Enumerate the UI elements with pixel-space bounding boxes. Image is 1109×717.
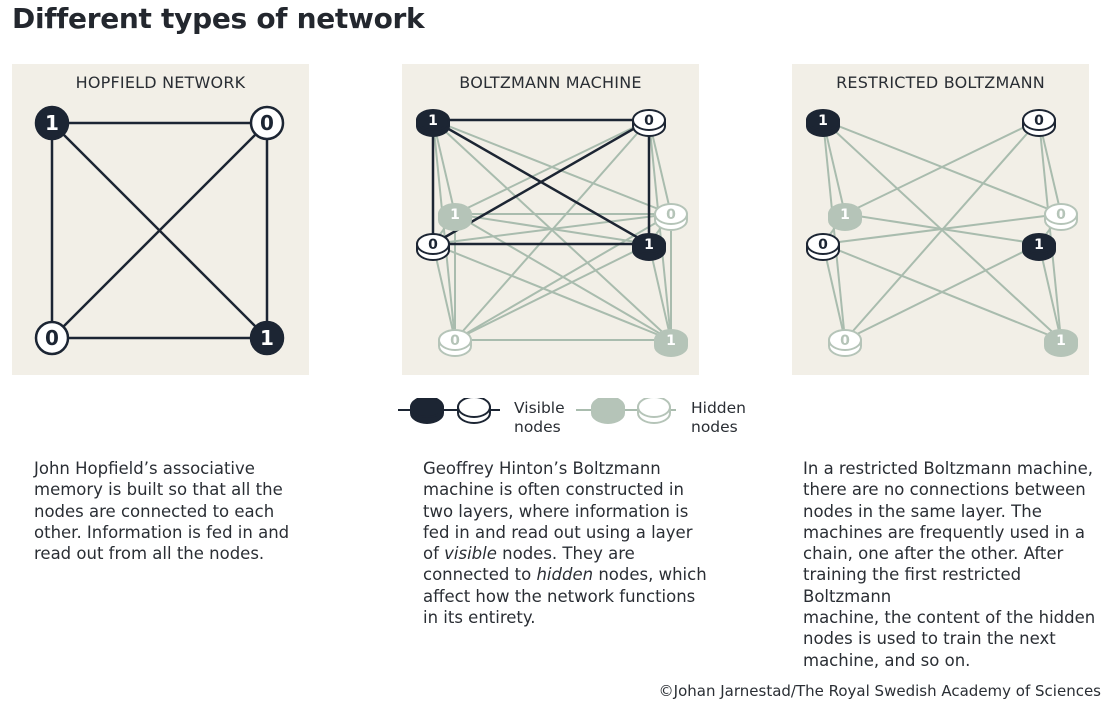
node-value: 1: [840, 207, 850, 223]
description-line: there are no connections between: [803, 480, 1086, 500]
hopfield-description: John Hopfield’s associative memory is bui…: [34, 458, 289, 564]
description-line: other. Information is fed in and: [34, 522, 290, 542]
node-value: 0: [666, 207, 676, 223]
image-credit: ©Johan Jarnestad/The Royal Swedish Acade…: [658, 682, 1101, 700]
node-value: 0: [260, 111, 274, 135]
connection-line: [51, 122, 268, 339]
description-line: nodes are connected to each: [34, 501, 275, 521]
hidden-node: 0: [438, 329, 472, 357]
hidden-node: 0: [654, 203, 688, 231]
description-line: nodes in the same layer. The: [803, 501, 1042, 521]
visible-node: 0: [416, 233, 450, 261]
visible-node: 1: [806, 109, 840, 137]
hidden-node: 1: [654, 329, 688, 357]
node-value: 0: [1034, 113, 1044, 129]
hidden-node: 1: [1044, 329, 1078, 357]
description-line: of visible nodes. They are: [423, 544, 635, 564]
legend-hidden-label-line2: nodes: [691, 418, 738, 436]
description-line: chain, one after the other. After: [803, 544, 1064, 564]
hidden-node: 0: [1044, 203, 1078, 231]
description-line: nodes is used to train the next: [803, 629, 1056, 649]
node-value: 1: [666, 333, 676, 349]
node-value: 1: [260, 326, 274, 350]
panel-title-hopfield: HOPFIELD NETWORK: [75, 73, 246, 92]
node-value: 0: [450, 333, 460, 349]
description-line: machine, and so on.: [803, 650, 971, 670]
connection-line: [844, 119, 1040, 215]
visible-node: 0: [806, 233, 840, 261]
connection-line: [454, 243, 650, 341]
hopfield-network-diagram: 1 0 0 1: [34, 105, 285, 356]
visible-node: 0: [1022, 109, 1056, 137]
hidden-node: 1: [438, 203, 472, 231]
node-value: 1: [1056, 333, 1066, 349]
node-value: 1: [644, 237, 654, 253]
node-value: 0: [818, 237, 828, 253]
connection-line: [454, 213, 650, 245]
legend-symbols: [398, 398, 676, 424]
description-line: machines are frequently used in a: [803, 522, 1085, 542]
hidden-node: 0: [828, 329, 862, 357]
description-line: read out from all the nodes.: [34, 544, 265, 564]
description-line: fed in and read out using a layer: [423, 522, 693, 542]
page-title: Different types of network: [12, 2, 425, 35]
description-line: memory is built so that all the: [34, 480, 283, 500]
description-line: machine is often constructed in: [423, 480, 684, 500]
node-value: 1: [428, 113, 438, 129]
visible-node: [457, 398, 491, 424]
visible-node: [410, 398, 444, 424]
node-value: 0: [1056, 207, 1066, 223]
visible-node: 1: [632, 233, 666, 261]
visible-node: 0: [632, 109, 666, 137]
network-node: 0: [249, 105, 285, 141]
node-value: 0: [428, 237, 438, 253]
description-line: in its entirety.: [423, 608, 536, 628]
network-node: 0: [34, 320, 70, 356]
panel-title-boltzmann: BOLTZMANN MACHINE: [459, 73, 642, 92]
connection-line: [844, 213, 1040, 245]
hopfield-network-panel: HOPFIELD NETWORK 1 0 0 1: [12, 64, 309, 375]
node-value: 0: [840, 333, 850, 349]
visible-node: 1: [416, 109, 450, 137]
node-value: 0: [45, 326, 59, 350]
restricted-boltzmann-description: In a restricted Boltzmann machine, there …: [803, 458, 1109, 671]
description-line: affect how the network functions: [423, 586, 696, 606]
hidden-node: [637, 398, 671, 424]
boltzmann-description: Geoffrey Hinton’s Boltzmann machine is of…: [423, 458, 707, 628]
hidden-node: [591, 398, 625, 424]
network-node: 1: [249, 320, 285, 356]
connection-line: [454, 119, 650, 215]
description-line: In a restricted Boltzmann machine,: [803, 459, 1093, 478]
hidden-node: 1: [828, 203, 862, 231]
description-line: Geoffrey Hinton’s Boltzmann: [423, 459, 661, 478]
legend-visible-label-line1: Visible: [514, 399, 565, 417]
visible-node: 1: [1022, 233, 1056, 261]
panel-title-restricted-boltzmann: RESTRICTED BOLTZMANN: [836, 73, 1045, 92]
network-node: 1: [34, 105, 70, 141]
description-line: machine, the content of the hidden: [803, 608, 1096, 628]
node-legend: Visible nodes Hidden nodes: [396, 398, 756, 442]
connection-line: [844, 243, 1040, 341]
legend-hidden-label-line1: Hidden: [691, 399, 746, 417]
legend-visible-label-line2: nodes: [514, 418, 561, 436]
node-value: 1: [818, 113, 828, 129]
description-line: John Hopfield’s associative: [34, 459, 255, 478]
node-value: 1: [45, 111, 59, 135]
description-line: connected to hidden nodes, which: [423, 565, 707, 585]
node-value: 0: [644, 113, 654, 129]
description-line: training the first restricted Boltzmann: [803, 565, 1022, 606]
node-value: 1: [450, 207, 460, 223]
node-value: 1: [1034, 237, 1044, 253]
description-line: two layers, where information is: [423, 501, 689, 521]
